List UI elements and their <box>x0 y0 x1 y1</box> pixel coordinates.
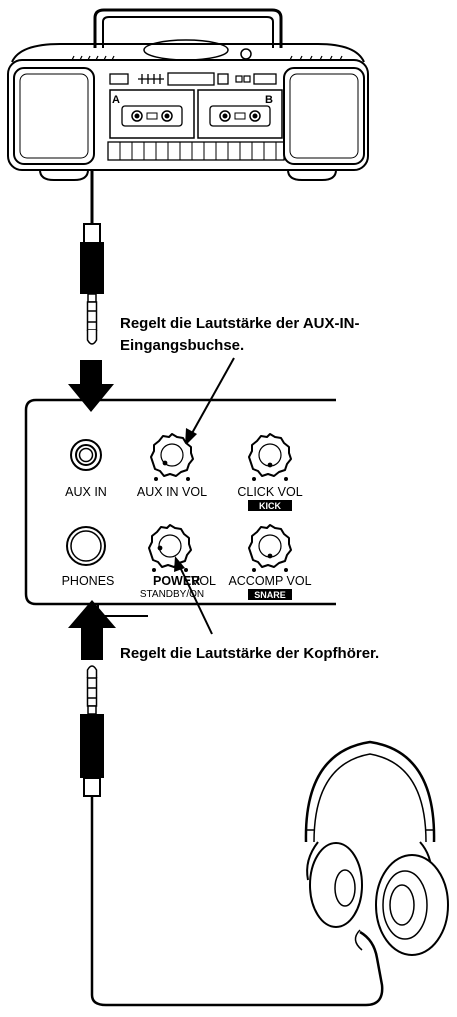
phones-label: PHONES <box>62 574 115 588</box>
insert-arrow-down <box>68 360 114 412</box>
power-vol-knob[interactable] <box>148 524 192 572</box>
boombox-illustration <box>7 8 369 181</box>
aux-in-vol-knob[interactable] <box>150 433 194 481</box>
standby-on-label: STANDBY/ON <box>140 589 204 600</box>
deck-a-label: A <box>112 94 120 106</box>
phones-callout: Regelt die Lautstärke der Kopfhörer. <box>120 645 379 662</box>
insert-arrow-up <box>68 600 116 660</box>
aux-callout-line2: Eingangsbuchse. <box>120 337 244 354</box>
kick-label: KICK <box>259 501 281 511</box>
click-vol-label: CLICK VOL <box>237 485 302 499</box>
phones-callout-pointer <box>174 556 213 635</box>
aux-in-label: AUX IN <box>65 485 107 499</box>
aux-in-vol-label: AUX IN VOL <box>137 485 207 499</box>
snare-label: SNARE <box>254 590 286 600</box>
deck-b-label: B <box>265 94 273 106</box>
kick-badge <box>248 500 292 511</box>
aux-cable <box>80 170 104 345</box>
aux-callout-line1: Regelt die Lautstärke der AUX-IN- <box>120 315 360 332</box>
headphones-illustration <box>304 740 449 956</box>
phones-jack[interactable] <box>66 526 106 566</box>
aux-callout-pointer <box>185 357 235 446</box>
headphone-cable <box>80 665 384 1007</box>
accomp-vol-knob[interactable] <box>248 524 292 572</box>
click-vol-knob[interactable] <box>248 433 292 481</box>
aux-in-jack[interactable] <box>70 439 102 471</box>
accomp-vol-label: ACCOMP VOL <box>228 574 311 588</box>
snare-badge <box>248 589 292 600</box>
vol-label: VOL <box>191 574 216 588</box>
